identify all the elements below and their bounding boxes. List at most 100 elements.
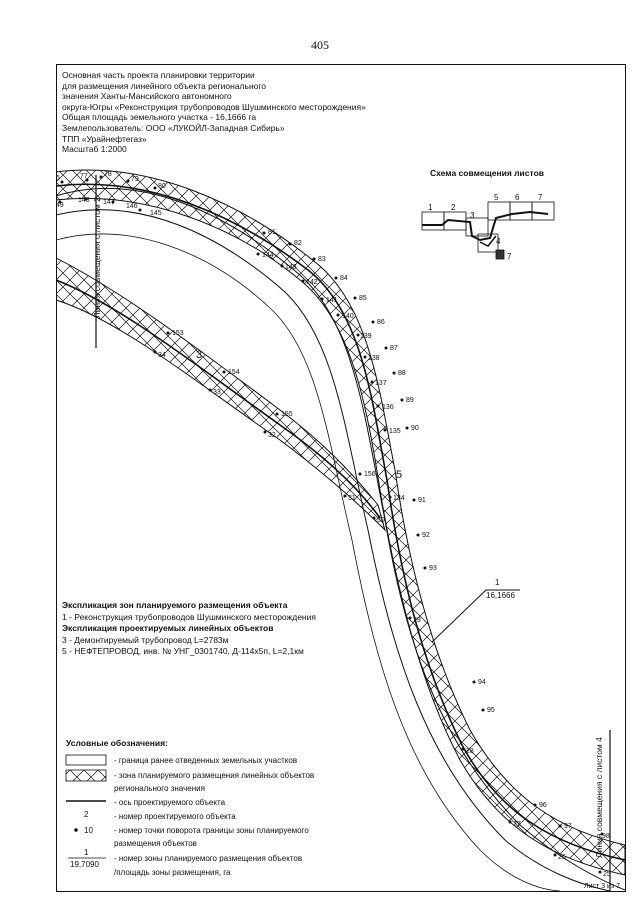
point-label: 144	[262, 252, 274, 259]
object-axis-3	[57, 279, 381, 519]
point-label: 147	[103, 199, 115, 206]
point-label: 27	[513, 821, 521, 828]
legend-sample-point: 10	[84, 826, 93, 835]
legend-item: - граница ранее отведенных земельных уча…	[114, 756, 298, 765]
point-label: 149	[52, 202, 64, 209]
point-label: 139	[360, 333, 372, 340]
point-label: 136	[382, 404, 394, 411]
object-number-5: 5	[396, 469, 402, 481]
map-frame	[56, 64, 626, 892]
legend-item: регионального значения	[114, 784, 205, 793]
legend-item: - номер точки поворота границы зоны план…	[114, 826, 309, 835]
point-label: 98	[602, 833, 610, 840]
point-label: 82	[294, 240, 302, 247]
explication-objects-title: Экспликация проектируемых линейных объек…	[62, 623, 274, 633]
land-boundary-edge	[57, 233, 561, 891]
scheme-sheet-label: 4	[496, 237, 501, 246]
legend-title: Условные обозначения:	[66, 738, 168, 748]
point-label: 26	[558, 854, 566, 861]
explication-object-item: 5 - НЕФТЕПРОВОД, инв. № УНГ_0301740, Д-1…	[62, 646, 304, 656]
point-label: 77	[80, 173, 88, 180]
point-label: 76	[52, 175, 60, 182]
point-label: 138	[368, 355, 380, 362]
legend-item: размещения объектов	[114, 839, 197, 848]
scheme-sheet-label: 1	[428, 203, 433, 212]
explication: Экспликация зон планируемого размещения …	[62, 600, 316, 658]
point-label: 92	[422, 532, 430, 539]
point-label: 134	[393, 495, 405, 502]
point-label: 156	[364, 471, 376, 478]
legend-item: - зона планируемого размещения линейных …	[114, 771, 315, 780]
point-label: 137	[375, 380, 387, 387]
legend-item: - номер зоны планируемого размещения объ…	[114, 854, 303, 863]
legend-sample-object: 2	[84, 810, 89, 819]
point-label: 140	[342, 313, 354, 320]
match-line-left-label: Линия совмещения с листом 2	[92, 197, 102, 318]
point-label: 91	[418, 497, 426, 504]
match-line-right-label: Линия совмещения с листом 4	[594, 737, 604, 858]
point-label: 80	[158, 183, 166, 190]
point-label: 154	[228, 369, 240, 376]
turning-points	[58, 175, 604, 874]
point-label: 33	[213, 389, 221, 396]
sheet-label: Лист 3 из 7	[584, 883, 620, 890]
legend-item: /площадь зоны размещения, га	[114, 868, 231, 877]
zone-area: 16,1666	[486, 591, 515, 600]
object-axis-5	[57, 183, 625, 861]
explication-zone-item: 1 - Реконструкция трубопроводов Шушминск…	[62, 611, 316, 622]
point-label: 135	[389, 428, 401, 435]
header-line: Масштаб 1:2000	[62, 144, 127, 155]
land-boundary-inner	[57, 209, 611, 891]
point-label: 153	[172, 330, 184, 337]
header-line: округа-Югры «Реконструкция трубопроводов…	[62, 101, 366, 112]
scheme-sheet-label: 3	[470, 211, 475, 220]
point-label: 85	[359, 295, 367, 302]
point-label: 142	[306, 279, 318, 286]
point-label: 84	[340, 275, 348, 282]
scheme-sheet-label: 5	[494, 193, 499, 202]
header-line: значения Ханты-Мансийского автономного	[62, 91, 232, 102]
legend-sample-zone-number: 1	[84, 848, 89, 857]
legend-sample-zone-area: 19,7090	[70, 860, 99, 869]
header-line: ТПП «Урайнефтегаз»	[62, 133, 147, 144]
point-label: 141	[326, 297, 338, 304]
point-label: 81	[268, 229, 276, 236]
scheme-sheet-label: 2	[451, 203, 456, 212]
point-label: 155	[281, 411, 293, 418]
header-line: Основная часть проекта планировки террит…	[62, 70, 255, 80]
header-line: Общая площадь земельного участка - 16,16…	[62, 112, 257, 123]
point-label: 95	[487, 707, 495, 714]
point-label: 88	[398, 370, 406, 377]
point-label: 28	[466, 748, 474, 755]
point-label: 93	[429, 565, 437, 572]
point-label: 148	[78, 197, 90, 204]
point-label: 83	[318, 256, 326, 263]
point-label: 145	[150, 210, 162, 217]
point-label: 79	[131, 176, 139, 183]
point-label: 78	[104, 171, 112, 178]
explication-zones-title: Экспликация зон планируемого размещения …	[62, 600, 288, 610]
point-label: 29	[413, 617, 421, 624]
object-number-3: 3	[196, 349, 202, 361]
zone-number: 1	[495, 578, 500, 587]
point-label: 143	[285, 264, 297, 271]
legend-symbols	[65, 754, 107, 859]
scheme-sheet-label: 7	[507, 252, 512, 261]
point-label: 94	[478, 679, 486, 686]
planned-zone-branch	[57, 257, 386, 532]
explication-object-item: 3 - Демонтируемый трубопровод L=2783м	[62, 634, 229, 645]
scheme-title: Схема совмещения листов	[430, 168, 544, 178]
legend-item: - номер проектируемого объекта	[114, 812, 236, 821]
point-label: 34	[158, 352, 166, 359]
point-label: 31	[348, 495, 356, 502]
point-label: 96	[539, 802, 547, 809]
page-number: 405	[311, 38, 329, 52]
scheme-sheet-label: 7	[538, 193, 543, 202]
point-label: 87	[390, 345, 398, 352]
point-label: 25	[603, 871, 611, 878]
point-label: 32	[268, 432, 276, 439]
point-label: 90	[411, 425, 419, 432]
header-line: Землепользователь: ООО «ЛУКОЙЛ-Западная …	[62, 122, 285, 133]
point-label: 86	[377, 319, 385, 326]
